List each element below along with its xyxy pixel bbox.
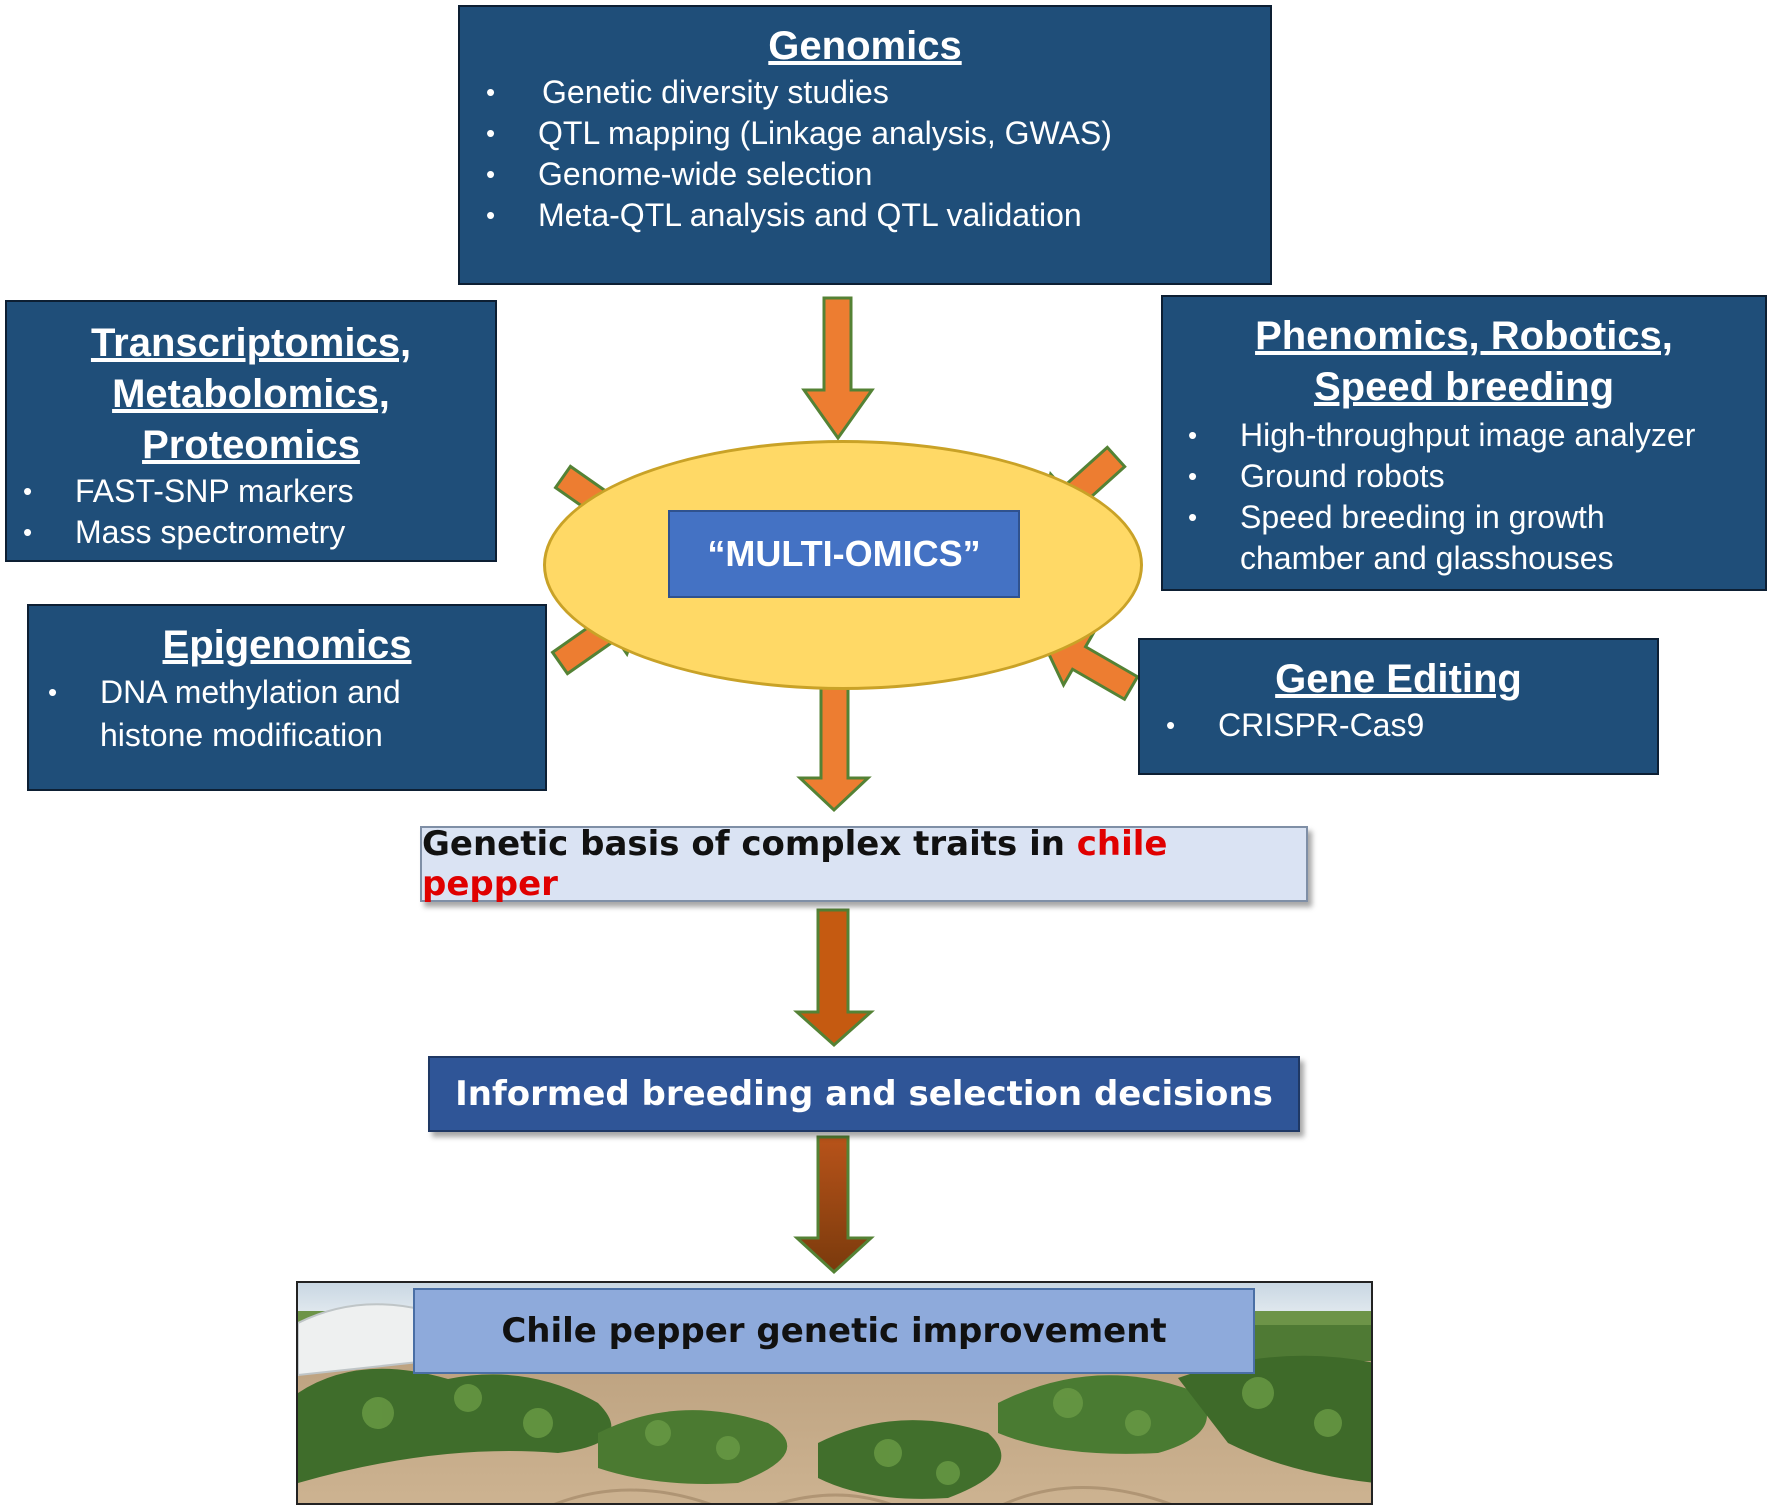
list-item: QTL mapping (Linkage analysis, GWAS) bbox=[486, 113, 1270, 154]
title-line: Speed breeding bbox=[1313, 365, 1615, 409]
phenomics-title: Phenomics, Robotics, Speed breeding bbox=[1163, 311, 1765, 413]
arrow-breeding-to-improvement bbox=[793, 1135, 875, 1275]
improvement-box: Chile pepper genetic improvement bbox=[413, 1288, 1255, 1374]
phenomics-list: High-throughput image analyzer Ground ro… bbox=[1188, 415, 1740, 579]
list-item: Genetic diversity studies bbox=[486, 72, 1270, 113]
title-line: Phenomics, Robotics, bbox=[1255, 314, 1673, 358]
list-item: Mass spectrometry bbox=[23, 512, 495, 553]
gene-editing-title: Gene Editing bbox=[1275, 657, 1522, 701]
genetic-basis-text: Genetic basis of complex traits in chile… bbox=[422, 824, 1306, 904]
multi-omics-label: “MULTI-OMICS” bbox=[707, 533, 981, 574]
title-line: Metabolomics, bbox=[112, 372, 390, 416]
list-item: CRISPR-Cas9 bbox=[1166, 705, 1657, 746]
genetic-basis-prefix: Genetic basis of complex traits in bbox=[422, 824, 1077, 864]
phenomics-box: Phenomics, Robotics, Speed breeding High… bbox=[1161, 295, 1767, 591]
epigenomics-title: Epigenomics bbox=[162, 623, 412, 667]
genomics-title: Genomics bbox=[768, 24, 962, 68]
epigenomics-list: DNA methylation and histone modification bbox=[48, 671, 480, 757]
list-item: High-throughput image analyzer bbox=[1188, 415, 1740, 456]
list-item: Genome-wide selection bbox=[486, 154, 1270, 195]
list-item: Meta-QTL analysis and QTL validation bbox=[486, 195, 1270, 236]
arrow-genetic-basis-to-breeding bbox=[793, 908, 875, 1048]
genomics-box: Genomics Genetic diversity studies QTL m… bbox=[458, 5, 1272, 285]
list-item: DNA methylation and histone modification bbox=[48, 671, 480, 757]
arrow-hub-to-genetic-basis bbox=[796, 672, 872, 813]
transcriptomics-list: FAST-SNP markers Mass spectrometry bbox=[23, 471, 495, 553]
title-line: Transcriptomics, bbox=[90, 321, 412, 365]
multi-omics-hub: “MULTI-OMICS” bbox=[668, 510, 1020, 598]
chile-pepper-highlight: chile pepper bbox=[422, 824, 1168, 904]
improvement-text: Chile pepper genetic improvement bbox=[501, 1311, 1167, 1351]
list-item: FAST-SNP markers bbox=[23, 471, 495, 512]
informed-breeding-text: Informed breeding and selection decision… bbox=[455, 1074, 1273, 1114]
arrow-genomics-to-hub bbox=[801, 296, 875, 441]
epigenomics-box: Epigenomics DNA methylation and histone … bbox=[27, 604, 547, 791]
transcriptomics-box: Transcriptomics, Metabolomics, Proteomic… bbox=[5, 300, 497, 562]
title-line: Proteomics bbox=[142, 423, 360, 467]
gene-editing-list: CRISPR-Cas9 bbox=[1166, 705, 1657, 746]
transcriptomics-title: Transcriptomics, Metabolomics, Proteomic… bbox=[7, 318, 495, 471]
list-item: Speed breeding in growth chamber and gla… bbox=[1188, 497, 1680, 579]
genetic-basis-box: Genetic basis of complex traits in chile… bbox=[420, 824, 1308, 904]
list-item: Ground robots bbox=[1188, 456, 1740, 497]
informed-breeding-box: Informed breeding and selection decision… bbox=[428, 1056, 1300, 1132]
gene-editing-box: Gene Editing CRISPR-Cas9 bbox=[1138, 638, 1659, 775]
genomics-list: Genetic diversity studies QTL mapping (L… bbox=[486, 72, 1270, 236]
